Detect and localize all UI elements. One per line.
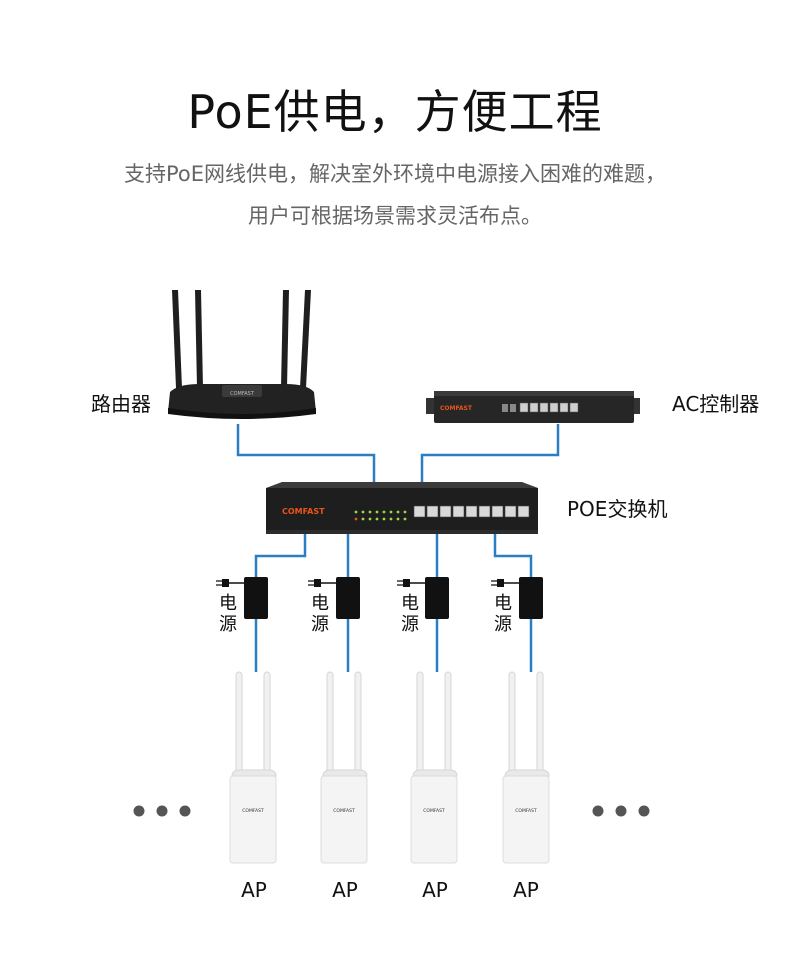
poe-switch-brand: COMFAST [282, 507, 325, 516]
power-supply-2-label-top: 电 [311, 593, 329, 614]
access-point-3: COMFAST [411, 672, 457, 863]
ellipsis-right-icon [593, 806, 650, 817]
uplink-cables [238, 424, 558, 488]
access-point-1-label: AP [241, 878, 267, 902]
access-point-2: COMFAST [321, 672, 367, 863]
ac-to-switch-cable [422, 424, 558, 488]
access-point-3-label: AP [422, 878, 448, 902]
power-supply-1-label-top: 电 [219, 593, 237, 614]
power-supply-4-label-bottom: 源 [494, 614, 512, 635]
ac-controller: COMFAST [426, 391, 640, 423]
access-point-1-brand: COMFAST [242, 808, 264, 814]
router: COMFAST [168, 290, 316, 419]
poe-switch: COMFAST [266, 482, 538, 534]
access-point-4-brand: COMFAST [515, 808, 537, 814]
power-supply-1-label-bottom: 源 [219, 614, 237, 635]
access-point-3-brand: COMFAST [423, 808, 445, 814]
access-point-4: COMFAST [503, 672, 549, 863]
power-supply-4-label-top: 电 [494, 593, 512, 614]
poe-switch-label: POE交换机 [567, 497, 667, 521]
downlink-cables [256, 534, 531, 672]
power-supply-3-label-top: 电 [401, 593, 419, 614]
access-point-2-label: AP [332, 878, 358, 902]
access-point-4-label: AP [513, 878, 539, 902]
ac-controller-label: AC控制器 [672, 392, 759, 416]
ellipsis-left-icon [134, 806, 191, 817]
router-to-switch-cable [238, 424, 374, 488]
power-supply-3-label-bottom: 源 [401, 614, 419, 635]
access-point-1: COMFAST [230, 672, 276, 863]
ac-controller-brand: COMFAST [440, 405, 473, 412]
access-point-2-brand: COMFAST [333, 808, 355, 814]
power-supply-2-label-bottom: 源 [311, 614, 329, 635]
router-antennas [172, 290, 311, 388]
router-brand: COMFAST [230, 391, 255, 397]
router-label: 路由器 [91, 392, 151, 416]
